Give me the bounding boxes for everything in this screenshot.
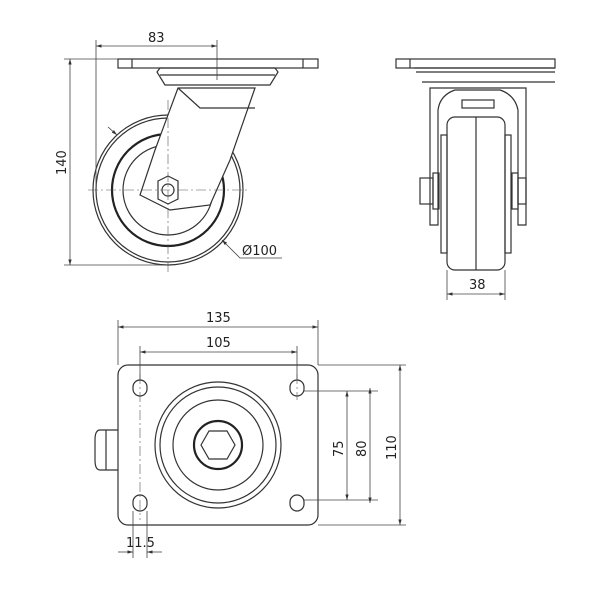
side-view: 83 140 Ø100 bbox=[55, 31, 319, 275]
dim-offset: 83 bbox=[148, 31, 165, 46]
dim-plate-width-inner: 80 bbox=[355, 440, 370, 457]
swivel-head bbox=[156, 67, 279, 86]
dim-hole-spacing-length: 105 bbox=[206, 336, 231, 351]
axle-nut-front bbox=[419, 177, 434, 205]
top-plate bbox=[117, 58, 319, 69]
mounting-plate bbox=[117, 364, 319, 526]
fork-front bbox=[429, 87, 527, 226]
dim-plate-length: 135 bbox=[206, 311, 231, 326]
front-view: 38 bbox=[395, 58, 556, 300]
hub-hex bbox=[200, 430, 236, 460]
wheel-top bbox=[94, 429, 118, 471]
fork bbox=[139, 87, 256, 211]
top-plate-front bbox=[395, 58, 556, 69]
dim-height: 140 bbox=[55, 150, 70, 175]
dim-wheel-diameter: Ø100 bbox=[242, 244, 277, 259]
dim-wheel-width: 38 bbox=[469, 278, 486, 293]
dim-hole-spacing-width: 75 bbox=[332, 440, 347, 457]
dim-hole-diameter: 11.5 bbox=[126, 536, 155, 551]
top-view: 135 105 75 80 110 11.5 bbox=[94, 311, 406, 558]
dim-plate-width: 110 bbox=[385, 435, 400, 460]
